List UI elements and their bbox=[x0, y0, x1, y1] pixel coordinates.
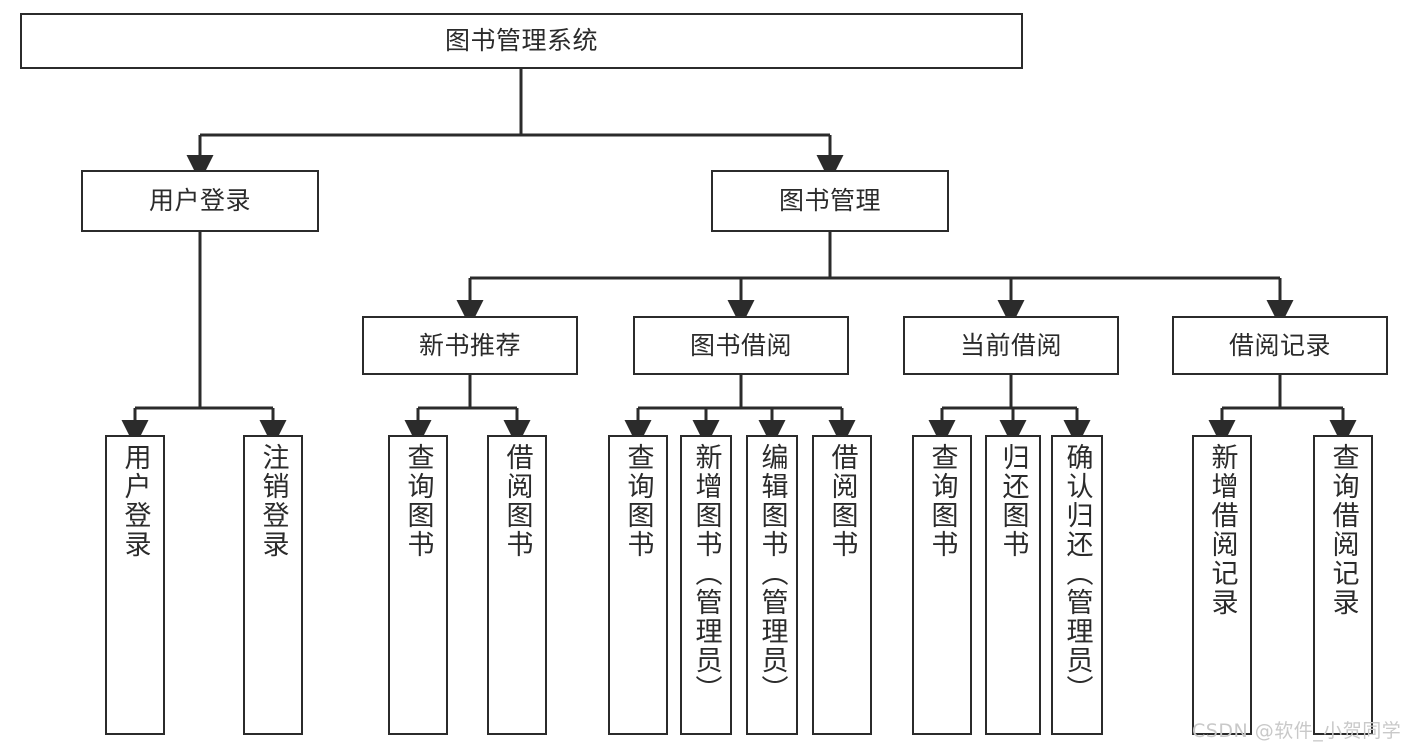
node-leaf-return-book-label: 归还图书 bbox=[997, 443, 1029, 559]
node-leaf-user-login-label: 用户登录 bbox=[119, 443, 151, 559]
node-leaf-borrow-book-bb-label: 借阅图书 bbox=[826, 443, 858, 559]
node-user-login[interactable]: 用户登录 bbox=[81, 170, 319, 232]
node-leaf-borrow-book-rec[interactable]: 借阅图书 bbox=[487, 435, 547, 735]
node-book-manage[interactable]: 图书管理 bbox=[711, 170, 949, 232]
node-new-book-rec-label: 新书推荐 bbox=[418, 330, 521, 360]
node-leaf-return-book[interactable]: 归还图书 bbox=[985, 435, 1041, 735]
node-book-borrow[interactable]: 图书借阅 bbox=[633, 316, 849, 375]
node-user-login-label: 用户登录 bbox=[148, 186, 251, 216]
node-root-label: 图书管理系统 bbox=[444, 26, 598, 56]
node-leaf-query-record-label: 查询借阅记录 bbox=[1327, 443, 1359, 617]
node-root[interactable]: 图书管理系统 bbox=[20, 13, 1023, 69]
node-leaf-query-book-cb[interactable]: 查询图书 bbox=[912, 435, 972, 735]
node-leaf-query-record[interactable]: 查询借阅记录 bbox=[1313, 435, 1373, 735]
node-current-borrow[interactable]: 当前借阅 bbox=[903, 316, 1119, 375]
node-leaf-borrow-book-bb[interactable]: 借阅图书 bbox=[812, 435, 872, 735]
node-leaf-add-record-label: 新增借阅记录 bbox=[1206, 443, 1238, 617]
node-leaf-query-book-rec-label: 查询图书 bbox=[402, 443, 434, 559]
node-leaf-confirm-return[interactable]: 确认归还（管理员） bbox=[1051, 435, 1103, 735]
node-leaf-edit-book[interactable]: 编辑图书（管理员） bbox=[746, 435, 798, 735]
node-new-book-rec[interactable]: 新书推荐 bbox=[362, 316, 578, 375]
node-leaf-query-book-rec[interactable]: 查询图书 bbox=[388, 435, 448, 735]
node-leaf-add-book-label: 新增图书（管理员） bbox=[690, 443, 722, 704]
node-book-manage-label: 图书管理 bbox=[778, 186, 881, 216]
node-borrow-record[interactable]: 借阅记录 bbox=[1172, 316, 1388, 375]
node-borrow-record-label: 借阅记录 bbox=[1228, 330, 1331, 360]
node-book-borrow-label: 图书借阅 bbox=[689, 330, 792, 360]
node-leaf-user-login[interactable]: 用户登录 bbox=[105, 435, 165, 735]
node-leaf-confirm-return-label: 确认归还（管理员） bbox=[1061, 443, 1093, 704]
node-leaf-user-logout-label: 注销登录 bbox=[257, 443, 289, 559]
node-current-borrow-label: 当前借阅 bbox=[959, 330, 1062, 360]
node-leaf-edit-book-label: 编辑图书（管理员） bbox=[756, 443, 788, 704]
node-leaf-add-book[interactable]: 新增图书（管理员） bbox=[680, 435, 732, 735]
watermark: CSDN @软件_小贺同学 bbox=[1192, 720, 1402, 742]
node-leaf-borrow-book-rec-label: 借阅图书 bbox=[501, 443, 533, 559]
node-leaf-query-book-bb-label: 查询图书 bbox=[622, 443, 654, 559]
node-leaf-query-book-cb-label: 查询图书 bbox=[926, 443, 958, 559]
node-leaf-add-record[interactable]: 新增借阅记录 bbox=[1192, 435, 1252, 735]
node-leaf-query-book-bb[interactable]: 查询图书 bbox=[608, 435, 668, 735]
node-leaf-user-logout[interactable]: 注销登录 bbox=[243, 435, 303, 735]
